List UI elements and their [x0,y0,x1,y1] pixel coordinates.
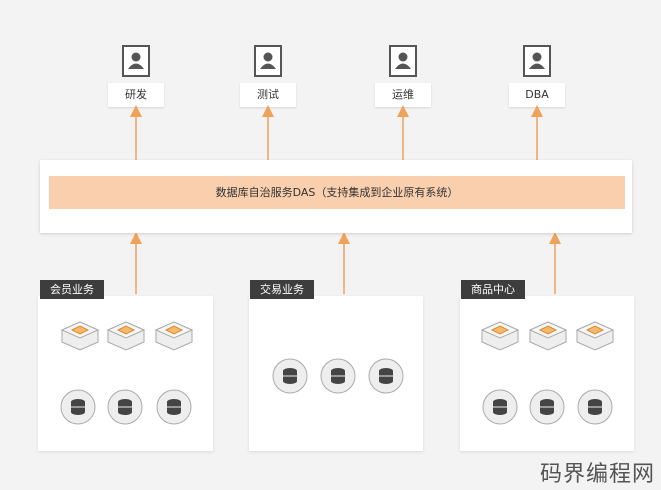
group-trade [249,296,423,451]
goods-icons [480,321,615,425]
user-icon [523,45,551,77]
database-icon [107,389,143,425]
group-goods [460,296,634,451]
role-label: 运维 [375,83,431,107]
database-icon [577,389,613,425]
database-icon [529,389,565,425]
app-server-icon [480,321,520,351]
user-icon [122,45,150,77]
database-icon [368,358,404,394]
group-title: 交易业务 [250,280,314,299]
database-icon [272,358,308,394]
role-label: 测试 [240,83,296,107]
app-server-icon [154,321,194,351]
das-label: 数据库自治服务DAS（支持集成到企业原有系统） [49,176,625,209]
user-icon [389,45,417,77]
app-server-icon [528,321,568,351]
database-icon [156,389,192,425]
database-icon [60,389,96,425]
group-title: 会员业务 [40,280,104,299]
database-icon [320,358,356,394]
role-label: DBA [509,83,565,107]
member-icons [60,321,194,425]
role-label: 研发 [108,83,164,107]
trade-icons [272,358,404,394]
database-icon [482,389,518,425]
watermark: 码界编程网 [539,462,655,487]
group-member [38,296,213,451]
group-title: 商品中心 [461,280,525,299]
app-server-icon [60,321,100,351]
user-icon [254,45,282,77]
app-server-icon [106,321,146,351]
app-server-icon [575,321,615,351]
das-box: 数据库自治服务DAS（支持集成到企业原有系统） [40,160,632,233]
